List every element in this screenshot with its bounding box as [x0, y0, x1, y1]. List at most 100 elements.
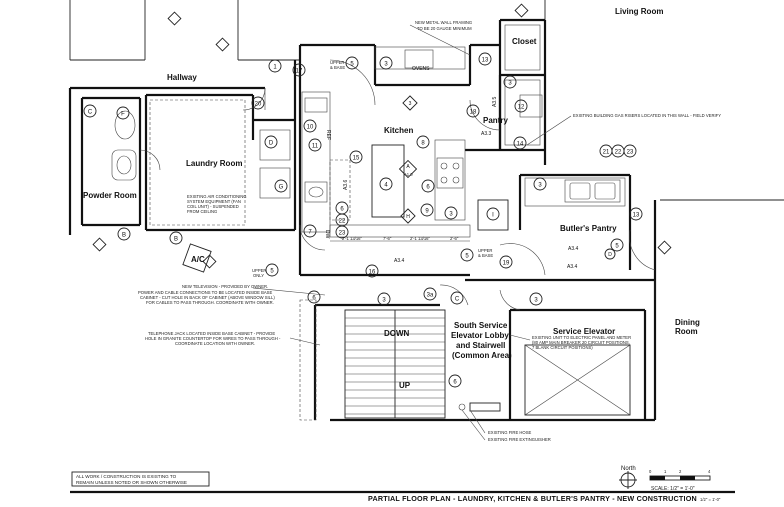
room-label-butlers-pantry: Butler's Pantry — [560, 224, 617, 233]
tag-5-a: 5 — [350, 62, 354, 68]
note-phone-3: COORDINATE LOCATION WITH OWNER. — [175, 341, 255, 346]
tag-6-a: 6 — [426, 185, 430, 191]
note-upper-base-2: & BASE — [330, 65, 345, 70]
tag-3-d: 3 — [538, 183, 542, 189]
room-label-powder-room: Powder Room — [83, 191, 137, 200]
north-label: North — [621, 466, 636, 472]
tag-6-b: 6 — [340, 207, 344, 213]
tag-21: 21 — [603, 150, 610, 156]
note-tv-2: POWER AND CABLE CONNECTIONS TO BE LOCATE… — [138, 290, 272, 295]
note-tv-3: CABINET - CUT HOLE IN BACK OF CABINET (A… — [140, 295, 275, 300]
tag-22: 22 — [339, 219, 346, 225]
tag-f: F — [121, 112, 125, 118]
room-label-service-elevator: Service Elevator — [553, 327, 615, 336]
tag-10: 10 — [307, 125, 314, 131]
tag-12: 12 — [518, 105, 525, 111]
note-elevator-panel-2: (80 AMP MAIN BREAKER 20 CIRCUIT POSITION… — [532, 340, 630, 345]
tag-8: 8 — [421, 141, 425, 147]
drawing-title: PARTIAL FLOOR PLAN - LAUNDRY, KITCHEN & … — [368, 494, 697, 503]
note-upper-base-4: & BASE — [478, 253, 493, 258]
tag-11: 11 — [312, 144, 319, 150]
room-label-living-room: Living Room — [615, 7, 663, 16]
room-label-laundry-room: Laundry Room — [186, 159, 242, 168]
walls — [68, 0, 784, 422]
north-arrow: North — [619, 466, 637, 489]
leader-lines — [252, 24, 572, 441]
scale-label: SCALE: 1/2" = 1'-0" — [651, 486, 695, 492]
tag-5-b: 5 — [615, 244, 619, 250]
note-elevator-panel-3: 7 BLANK CIRCUIT POSITIONS) — [532, 345, 593, 350]
stair-label-up: UP — [399, 381, 411, 390]
tag-b-2: B — [174, 237, 178, 243]
dim-4: 2'-6" — [450, 236, 459, 241]
note-ac-4: FROM CEILING — [187, 209, 217, 214]
tag-14: 14 — [517, 142, 524, 148]
note-upper-only-1: UPPER — [252, 268, 266, 273]
note-metal-wall-2: TO BE 20 GAUGE MINIMUM — [417, 26, 472, 31]
general-note-box: ALL WORK / CONSTRUCTION IS EXISTING TO R… — [71, 471, 210, 487]
tag-c-2: C — [88, 110, 93, 116]
room-label-dining-room-line2: Room — [675, 327, 698, 336]
room-label-south-service-2: Elevator Lobby — [451, 331, 509, 340]
tag-3-c: 3 — [449, 212, 453, 218]
tag-g: G — [279, 185, 284, 191]
marker-3-a: 3 — [409, 101, 412, 107]
title-scale: 1/2" = 1'-0" — [700, 497, 721, 502]
note-tv-4: FOR CABLES TO PASS THROUGH. COORDINATE W… — [146, 300, 274, 305]
room-label-kitchen: Kitchen — [384, 126, 413, 135]
dim-3: 2'-1 13/16" — [410, 236, 430, 241]
scale-tick-1: 1 — [664, 469, 667, 474]
tag-4: 4 — [384, 183, 388, 189]
scale-tick-0: 0 — [649, 469, 652, 474]
room-label-south-service-1: South Service — [454, 321, 508, 330]
tag-5-d: 5 — [270, 269, 274, 275]
tag-13-a: 13 — [482, 58, 489, 64]
tag-c: C — [455, 297, 460, 303]
tag-23: 23 — [339, 231, 346, 237]
tag-6-c: 6 — [312, 296, 316, 302]
tag-6-d: 6 — [453, 380, 457, 386]
note-fire-extinguisher: EXISTING FIRE EXTINGUISHER — [488, 437, 551, 442]
marker-a35: A3.5 — [492, 96, 498, 107]
note-upper-base-3: UPPER — [478, 248, 492, 253]
tag-16: 16 — [369, 270, 376, 276]
dim-1: 2'-1 13/16" — [342, 236, 362, 241]
note-metal-wall-1: NEW METAL WALL FRAMING — [415, 20, 472, 25]
stair-label-down: DOWN — [384, 329, 410, 338]
tag-13-b: 13 — [633, 213, 640, 219]
tag-9: 9 — [425, 209, 429, 215]
scale-tick-4: 4 — [708, 469, 711, 474]
room-label-pantry: Pantry — [483, 116, 508, 125]
fixtures — [111, 24, 631, 421]
marker-a34-c: A3.4 — [394, 258, 405, 264]
room-label-closet: Closet — [512, 37, 537, 46]
tag-18: 18 — [470, 110, 477, 116]
note-fire-hose: EXISTING FIRE HOSE — [488, 430, 531, 435]
tag-d: D — [269, 141, 274, 147]
marker-a33: A3.3 — [481, 131, 492, 137]
general-note-1: ALL WORK / CONSTRUCTION IS EXISTING TO — [76, 474, 177, 479]
note-gas-risers: EXISTING BUILDING GAS RISERS LOCATED IN … — [573, 113, 721, 118]
note-elevator-panel-1: EXISTING UNIT TO ELECTRIC PANEL AND METE… — [532, 335, 631, 340]
tag-3a: 3a — [427, 293, 434, 299]
label-ref: REF — [325, 130, 331, 140]
room-label-south-service-3: and Stairwell — [456, 341, 505, 350]
room-label-hallway: Hallway — [167, 73, 197, 82]
note-phone-2: HOLE IN GRANITE COUNTERTOP FOR WIRES TO … — [145, 336, 281, 341]
room-label-ac: A/C — [191, 255, 205, 264]
tag-7: 7 — [308, 230, 312, 236]
tag-i: I — [492, 213, 494, 219]
tag-d-2: D — [608, 252, 612, 258]
marker-a34-b: A3.4 — [567, 264, 578, 270]
keynote-tags: 1 17 20 5 3 13 3 12 18 14 10 11 15 8 4 6… — [83, 52, 643, 388]
scale-tick-2: 2 — [679, 469, 682, 474]
tag-23-b: 23 — [627, 150, 634, 156]
room-label-south-service-4: (Common Area) — [452, 351, 512, 360]
marker-h-1: H — [406, 214, 410, 220]
note-tv-1: NEW TELEVISION - PROVIDED BY OWNER. — [182, 284, 268, 289]
marker-a10: A1.0 — [404, 172, 413, 177]
tag-3-e: 3 — [534, 298, 538, 304]
tag-3-f: 3 — [382, 298, 386, 304]
label-ovens: OVENS — [412, 66, 430, 72]
